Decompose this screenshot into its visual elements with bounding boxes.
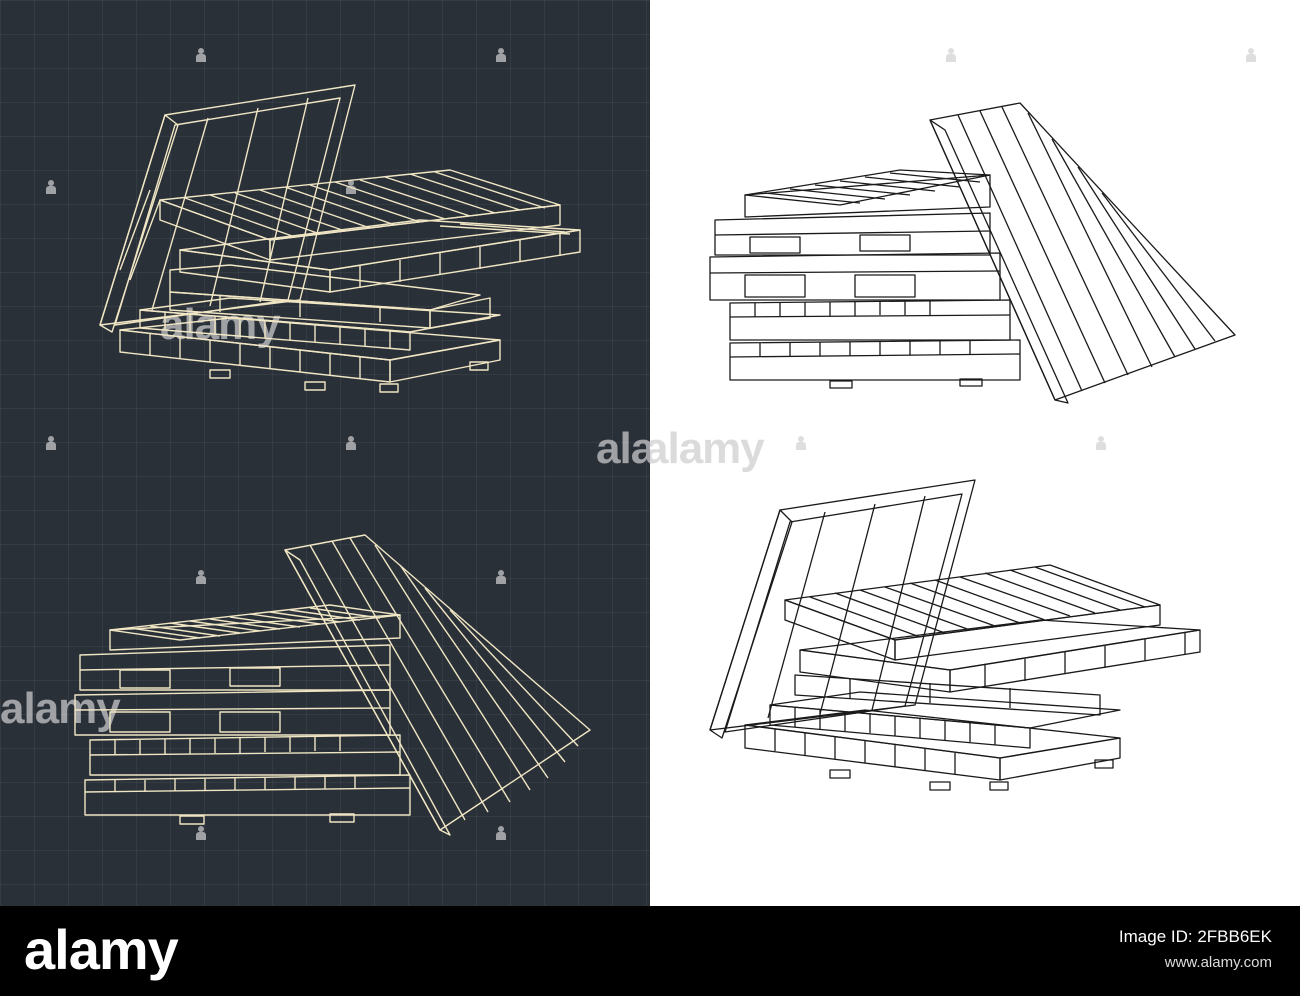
watermark-pin-icon <box>346 180 356 194</box>
watermark-pin-icon <box>1096 436 1106 450</box>
watermark-text: ala <box>596 424 650 473</box>
pallet-stack-drawing <box>709 102 1236 404</box>
image-id-label: Image ID: 2FBB6EK <box>1118 927 1272 946</box>
watermark-pin-icon <box>346 436 356 450</box>
watermark-pin-icon <box>46 436 56 450</box>
alamy-logo[interactable]: alamy <box>24 920 179 980</box>
watermark-pin-icon <box>196 48 206 62</box>
watermark-pin-icon <box>1246 48 1256 62</box>
watermark-text: alamy <box>0 684 121 733</box>
logo-text: alamy <box>24 918 179 981</box>
line-art-panel: alamy <box>650 0 1300 906</box>
watermark-pin-icon <box>46 180 56 194</box>
blueprint-panel: alamy alamy ala <box>0 0 650 906</box>
watermark-pin-icon <box>196 570 206 584</box>
watermark-pin-icon <box>496 570 506 584</box>
watermark-pin-icon <box>496 48 506 62</box>
pallet-stack-drawing <box>709 479 1201 791</box>
watermark-pin-icon <box>796 436 806 450</box>
watermark-text: alamy <box>650 424 765 473</box>
footer-bar: alamy Image ID: 2FBB6EK www.alamy.com <box>0 906 1300 996</box>
site-url-link[interactable]: www.alamy.com <box>1164 954 1272 971</box>
pallet-stack-drawing <box>74 534 591 836</box>
pallet-stack-drawing <box>99 84 581 393</box>
image-meta: Image ID: 2FBB6EK www.alamy.com <box>1119 924 1272 976</box>
watermark-pin-icon <box>946 48 956 62</box>
watermark-pin-icon <box>496 826 506 840</box>
watermark-pin-icon <box>196 826 206 840</box>
